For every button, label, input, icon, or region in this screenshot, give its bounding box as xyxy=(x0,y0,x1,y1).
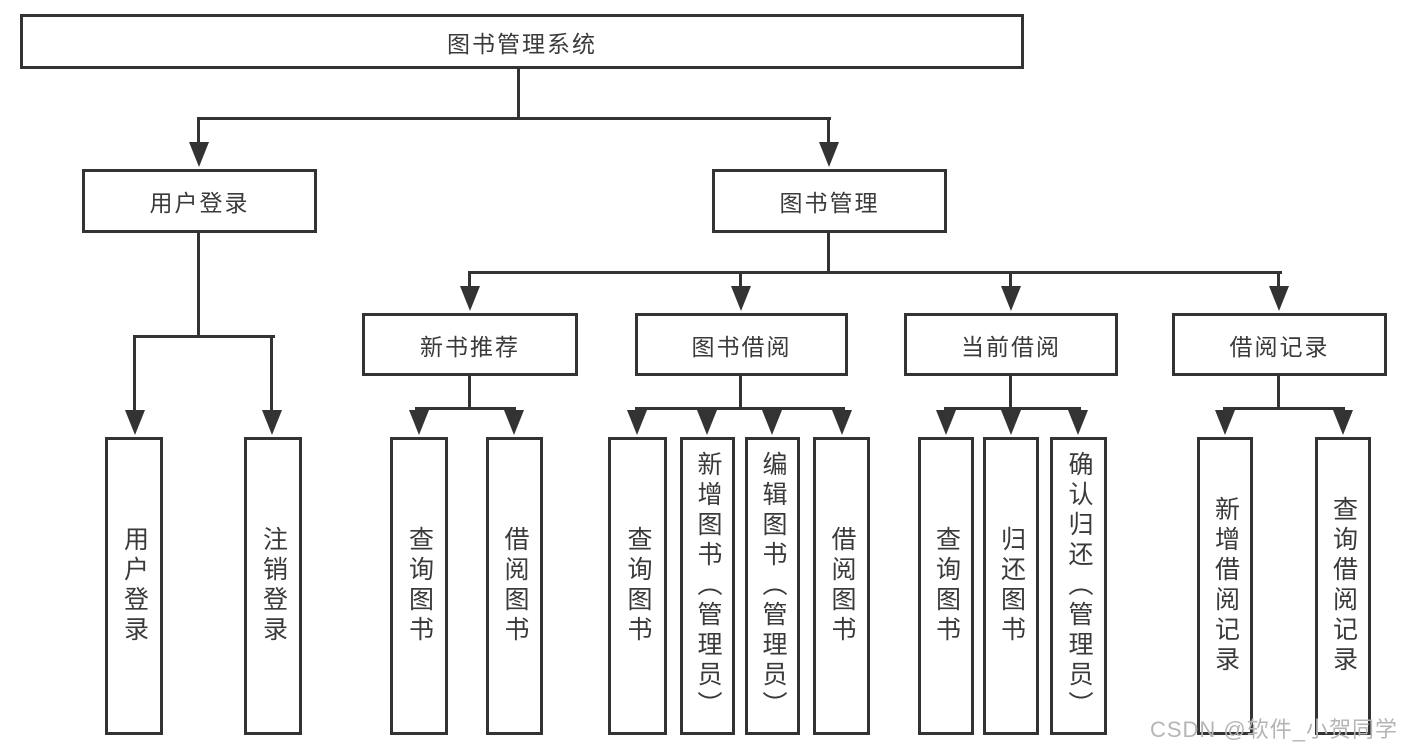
leaf-confirm-return-admin: 确认归还（管理员） xyxy=(1050,437,1107,735)
arrow-down-icon xyxy=(125,410,145,435)
connector-line xyxy=(270,338,273,414)
arrow-down-icon xyxy=(627,410,647,435)
node-new-book-recommend: 新书推荐 xyxy=(362,313,578,376)
arrow-down-icon xyxy=(1333,410,1353,435)
node-label: 归还图书 xyxy=(997,526,1026,646)
node-user-login: 用户登录 xyxy=(82,169,317,233)
arrow-down-icon xyxy=(1001,410,1021,435)
connector-line xyxy=(197,120,200,146)
arrow-down-icon xyxy=(819,142,839,167)
connector-line xyxy=(827,233,830,273)
node-label: 新增图书（管理员） xyxy=(694,451,722,721)
leaf-logout: 注销登录 xyxy=(244,437,302,735)
connector-line xyxy=(1009,274,1012,290)
leaf-query-books-borrowing: 查询图书 xyxy=(608,437,667,735)
connector-line xyxy=(1223,407,1345,410)
node-borrowing-records: 借阅记录 xyxy=(1172,313,1387,376)
watermark: CSDN @软件_小贺同学 xyxy=(1149,717,1398,742)
node-label: 查询图书 xyxy=(405,526,434,646)
node-label: 查询图书 xyxy=(624,526,652,646)
connector-line xyxy=(827,120,830,146)
node-label: 用户登录 xyxy=(120,526,149,646)
arrow-down-icon xyxy=(189,142,209,167)
arrow-down-icon xyxy=(832,410,852,435)
node-current-borrowing: 当前借阅 xyxy=(904,313,1118,376)
arrow-down-icon xyxy=(1001,286,1021,311)
connector-line xyxy=(739,376,742,409)
arrow-down-icon xyxy=(1269,286,1289,311)
leaf-query-books-recommend: 查询图书 xyxy=(390,437,448,735)
leaf-query-borrow-record: 查询借阅记录 xyxy=(1315,437,1371,735)
leaf-borrow-books-recommend: 借阅图书 xyxy=(486,437,543,735)
connector-line xyxy=(133,335,275,338)
arrow-down-icon xyxy=(936,410,956,435)
node-label: 借阅记录 xyxy=(1229,333,1330,360)
leaf-borrow-books-borrowing: 借阅图书 xyxy=(813,437,870,735)
arrow-down-icon xyxy=(762,410,782,435)
node-book-management: 图书管理 xyxy=(712,169,947,233)
node-label: 图书管理 xyxy=(779,190,880,216)
arrow-down-icon xyxy=(504,410,524,435)
node-library-management-system: 图书管理系统 xyxy=(20,14,1024,69)
connector-line xyxy=(468,274,471,290)
node-label: 借阅图书 xyxy=(828,526,856,646)
connector-line xyxy=(1009,376,1012,409)
connector-line xyxy=(468,376,471,409)
node-label: 新增借阅记录 xyxy=(1211,496,1240,676)
node-label: 借阅图书 xyxy=(501,526,529,646)
arrow-down-icon xyxy=(731,286,751,311)
connector-line xyxy=(944,407,1081,410)
arrow-down-icon xyxy=(409,410,429,435)
node-label: 图书借阅 xyxy=(691,333,792,360)
node-label: 确认归还（管理员） xyxy=(1065,451,1093,721)
leaf-query-books-current: 查询图书 xyxy=(918,437,974,735)
node-label: 图书管理系统 xyxy=(447,30,597,57)
connector-line xyxy=(635,407,845,410)
connector-line xyxy=(197,233,200,337)
leaf-add-borrow-record: 新增借阅记录 xyxy=(1197,437,1253,735)
arrow-down-icon xyxy=(1068,410,1088,435)
leaf-add-book-admin: 新增图书（管理员） xyxy=(680,437,735,735)
node-label: 注销登录 xyxy=(259,526,288,646)
connector-line xyxy=(739,274,742,290)
leaf-edit-book-admin: 编辑图书（管理员） xyxy=(745,437,800,735)
arrow-down-icon xyxy=(262,410,282,435)
node-label: 用户登录 xyxy=(149,190,250,216)
connector-line xyxy=(133,338,136,414)
node-label: 新书推荐 xyxy=(420,333,520,360)
node-label: 查询图书 xyxy=(932,526,961,646)
arrow-down-icon xyxy=(697,410,717,435)
node-label: 查询借阅记录 xyxy=(1329,496,1358,676)
arrow-down-icon xyxy=(1215,410,1235,435)
node-label: 编辑图书（管理员） xyxy=(759,451,787,721)
connector-line xyxy=(1277,376,1280,409)
leaf-user-login: 用户登录 xyxy=(105,437,163,735)
connector-line xyxy=(415,407,516,410)
connector-line xyxy=(197,117,831,120)
connector-line xyxy=(1277,274,1280,290)
connector-line xyxy=(517,69,520,119)
arrow-down-icon xyxy=(460,286,480,311)
node-book-borrowing: 图书借阅 xyxy=(635,313,848,376)
connector-line xyxy=(468,271,1282,274)
leaf-return-book: 归还图书 xyxy=(983,437,1039,735)
node-label: 当前借阅 xyxy=(961,333,1061,360)
